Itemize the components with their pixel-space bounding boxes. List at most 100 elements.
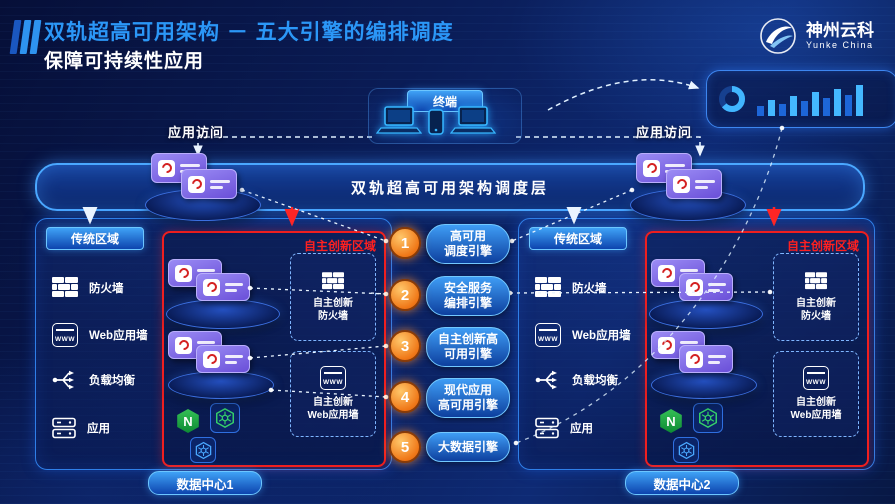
innovation-cluster-top — [166, 259, 282, 331]
traditional-zone-label: 传统区域 — [529, 227, 627, 250]
vendor-logo-chip — [658, 336, 675, 354]
access-label-left: 应用访问 — [168, 125, 225, 140]
innovation-zone-2: 自主创新区域 — [645, 231, 869, 467]
www-icon: WWW — [803, 366, 829, 390]
laptop-icon — [376, 106, 422, 134]
server-icon — [679, 273, 733, 301]
terminal-panel — [368, 88, 522, 144]
server-icon — [196, 345, 250, 373]
zone-item-app: 应用 — [535, 417, 593, 439]
vendor-logo-chip — [188, 175, 205, 193]
traditional-zone-label: 传统区域 — [46, 227, 144, 250]
innovation-box-label: 自主创新 Web应用墙 — [307, 397, 359, 421]
page-subtitle: 保障可持续性应用 — [44, 51, 205, 72]
scheduler-cluster-right — [630, 153, 750, 225]
vendor-logo-chip — [175, 336, 192, 354]
item-label: 负载均衡 — [89, 375, 135, 387]
innovation-firewall-box: 自主创新 防火墙 — [773, 253, 859, 341]
kubernetes-icon — [678, 441, 694, 459]
item-label: 防火墙 — [89, 283, 124, 295]
firewall-icon — [52, 277, 78, 297]
donut-chart-icon — [719, 86, 745, 112]
firewall-icon — [805, 271, 827, 289]
engine-label-1: 高可用 调度引擎 — [426, 224, 510, 264]
innovation-box-label: 自主创新 Web应用墙 — [790, 397, 842, 421]
vendor-logo-chip — [686, 278, 703, 296]
innovation-waf-box: WWW 自主创新 Web应用墙 — [290, 351, 376, 437]
engine-label-2: 安全服务 编排引擎 — [426, 276, 510, 316]
engine-label-4: 现代应用 高可用引擎 — [426, 378, 510, 418]
server-icon — [196, 273, 250, 301]
kubernetes-blue-box — [673, 437, 699, 463]
innovation-zone-label: 自主创新区域 — [786, 239, 859, 253]
item-label: Web应用墙 — [89, 330, 148, 342]
datacenter-1-footer: 数据中心1 — [148, 471, 262, 495]
load-balancer-icon — [535, 370, 557, 390]
terminal-devices — [376, 106, 496, 136]
innovation-zone-label: 自主创新区域 — [303, 239, 376, 253]
platform-icon — [168, 371, 274, 399]
server-icon — [666, 169, 722, 199]
www-icon: WWW — [52, 323, 78, 347]
phone-icon — [428, 109, 444, 135]
innovation-box-label: 自主创新 防火墙 — [313, 297, 353, 322]
platform-icon — [651, 371, 757, 399]
zone-item-waf: WWW Web应用墙 — [535, 323, 631, 347]
server-icon — [679, 345, 733, 373]
vendor-logo-chip — [158, 159, 175, 177]
platform-icon — [166, 299, 280, 329]
app-server-icon — [52, 417, 76, 439]
nginx-icon: N — [660, 409, 682, 433]
page-title: 双轨超高可用架构 － 五大引擎的编排调度 — [44, 21, 454, 44]
kubernetes-green-box — [693, 403, 723, 433]
innovation-cluster-top — [649, 259, 765, 331]
vendor-logo-chip — [643, 159, 660, 177]
firewall-icon — [322, 271, 344, 289]
title-bars-icon — [9, 20, 42, 54]
item-label: 应用 — [87, 423, 110, 435]
app-server-icon — [535, 417, 559, 439]
engine-number-5: 5 — [389, 431, 421, 463]
logo-sub: Yunke China — [806, 40, 874, 51]
nginx-icon: N — [177, 409, 199, 433]
engine-number-4: 4 — [389, 381, 421, 413]
zone-item-firewall: 防火墙 — [535, 277, 607, 299]
bar-chart-icon — [757, 85, 863, 116]
item-label: 负载均衡 — [572, 375, 618, 387]
scheduler-layer-label: 双轨超高可用架构调度层 — [350, 179, 549, 197]
engine-number-2: 2 — [389, 279, 421, 311]
item-label: 防火墙 — [572, 283, 607, 295]
vendor-logo-chip — [673, 175, 690, 193]
vendor-logo-chip — [175, 264, 192, 282]
platform-icon — [649, 299, 763, 329]
firewall-icon — [535, 277, 561, 297]
zone-item-app: 应用 — [52, 417, 110, 439]
innovation-box-label: 自主创新 防火墙 — [796, 297, 836, 322]
innovation-firewall-box: 自主创新 防火墙 — [290, 253, 376, 341]
engine-label-5: 大数据引擎 — [426, 432, 510, 462]
datacenter-2-panel: 传统区域 防火墙 WWW Web应用墙 负载均衡 — [518, 218, 875, 470]
scheduler-cluster-left — [145, 153, 265, 225]
innovation-cluster-bottom — [649, 331, 765, 403]
zone-item-loadbalancer: 负载均衡 — [52, 369, 135, 391]
kubernetes-icon — [216, 407, 234, 429]
logo-swoosh-icon — [760, 18, 796, 54]
logo: 神州云科 Yunke China — [758, 16, 874, 56]
datacenter-2-footer: 数据中心2 — [625, 471, 739, 495]
item-label: Web应用墙 — [572, 330, 631, 342]
engine-number-3: 3 — [389, 330, 421, 362]
monitoring-widget — [706, 70, 895, 128]
vendor-logo-chip — [203, 278, 220, 296]
vendor-logo-chip — [658, 264, 675, 282]
datacenter-1-panel: 传统区域 防火墙 WWW Web应用墙 负载均衡 — [35, 218, 392, 470]
www-icon: WWW — [320, 366, 346, 390]
zone-item-firewall: 防火墙 — [52, 277, 124, 299]
vendor-logo-chip — [203, 350, 220, 368]
kubernetes-green-box — [210, 403, 240, 433]
load-balancer-icon — [52, 370, 74, 390]
vendor-logo-chip — [686, 350, 703, 368]
kubernetes-icon — [195, 441, 211, 459]
zone-item-waf: WWW Web应用墙 — [52, 323, 148, 347]
kubernetes-icon — [699, 407, 717, 429]
